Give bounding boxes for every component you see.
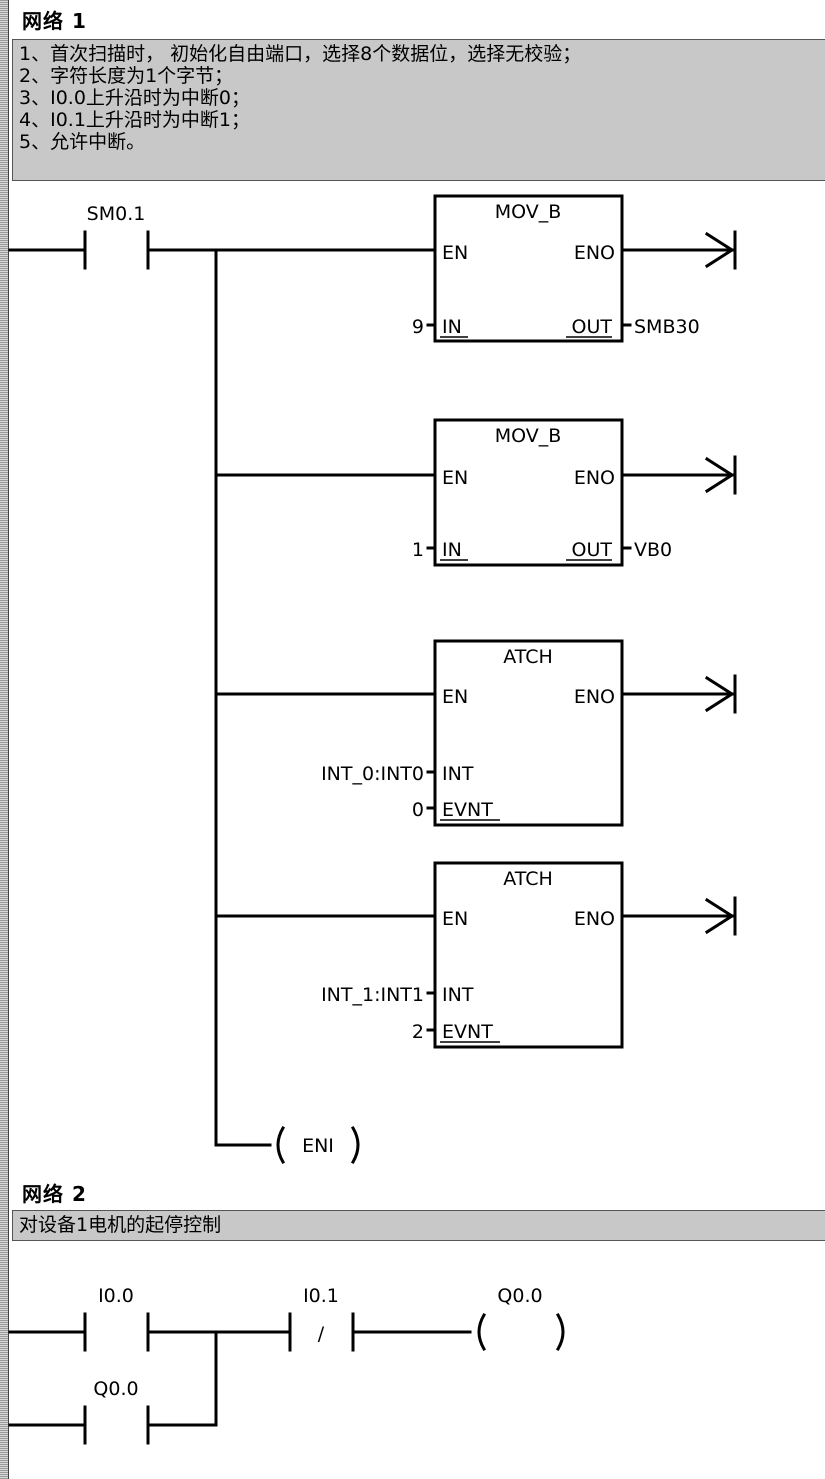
block-2-out-pin: OUT (572, 539, 613, 561)
block-4-en: EN (442, 908, 468, 930)
power-rail (0, 0, 9, 1479)
block-1-in-value: 9 (412, 316, 424, 338)
comment-line-4: 4、I0.1上升沿时为中断1； (19, 109, 250, 131)
network-2-comment[interactable]: 对设备1电机的起停控制 (12, 1210, 825, 1241)
block-3-int-pin: INT (442, 763, 474, 785)
block-3-eno: ENO (574, 686, 615, 708)
block-3-name: ATCH (503, 646, 553, 668)
comment-line-3: 3、I0.0上升沿时为中断0； (19, 87, 250, 109)
block-2-en: EN (442, 467, 468, 489)
coil-q0-0-label: Q0.0 (497, 1285, 542, 1307)
contact-i0-0-label: I0.0 (98, 1285, 134, 1307)
block-2-in-pin: IN (442, 539, 462, 561)
block-1-in-pin: IN (442, 316, 462, 338)
network-2-title: 网络 2 (22, 1182, 87, 1206)
comment-line-1: 1、首次扫描时， 初始化自由端口，选择8个数据位，选择无校验； (19, 43, 582, 65)
block-1-eno: ENO (574, 242, 615, 264)
block-2-in-value: 1 (412, 539, 424, 561)
block-1-out-value: SMB30 (634, 316, 700, 338)
block-2-out-value: VB0 (634, 539, 672, 561)
block-4-int-pin: INT (442, 984, 474, 1006)
block-4-int-value: INT_1:INT1 (321, 984, 424, 1006)
comment-line-2: 2、字符长度为1个字节； (19, 65, 234, 87)
block-4-evnt-pin: EVNT (442, 1021, 493, 1043)
block-1-name: MOV_B (495, 201, 562, 223)
block-4-name: ATCH (503, 868, 553, 890)
block-3-evnt-pin: EVNT (442, 799, 493, 821)
block-4-evnt-value: 2 (412, 1021, 424, 1043)
block-3-en: EN (442, 686, 468, 708)
block-4-eno: ENO (574, 908, 615, 930)
network-1-title: 网络 1 (22, 9, 87, 33)
contact-q0-0-label: Q0.0 (93, 1378, 138, 1400)
comment-line-5: 5、允许中断。 (19, 131, 146, 153)
block-3-int-value: INT_0:INT0 (321, 763, 424, 785)
normally-closed-slash: / (318, 1323, 325, 1345)
block-1-out-pin: OUT (572, 316, 613, 338)
contact-i0-1-label: I0.1 (303, 1285, 339, 1307)
block-3-evnt-value: 0 (412, 799, 424, 821)
eni-coil-label: ENI (302, 1135, 334, 1157)
block-1-en: EN (442, 242, 468, 264)
block-2-eno: ENO (574, 467, 615, 489)
contact-sm0-1-label: SM0.1 (87, 203, 146, 225)
network-2-comment-text: 对设备1电机的起停控制 (19, 1214, 222, 1236)
network-1-comment[interactable]: 1、首次扫描时， 初始化自由端口，选择8个数据位，选择无校验； 2、字符长度为1… (12, 39, 825, 181)
block-2-name: MOV_B (495, 425, 562, 447)
